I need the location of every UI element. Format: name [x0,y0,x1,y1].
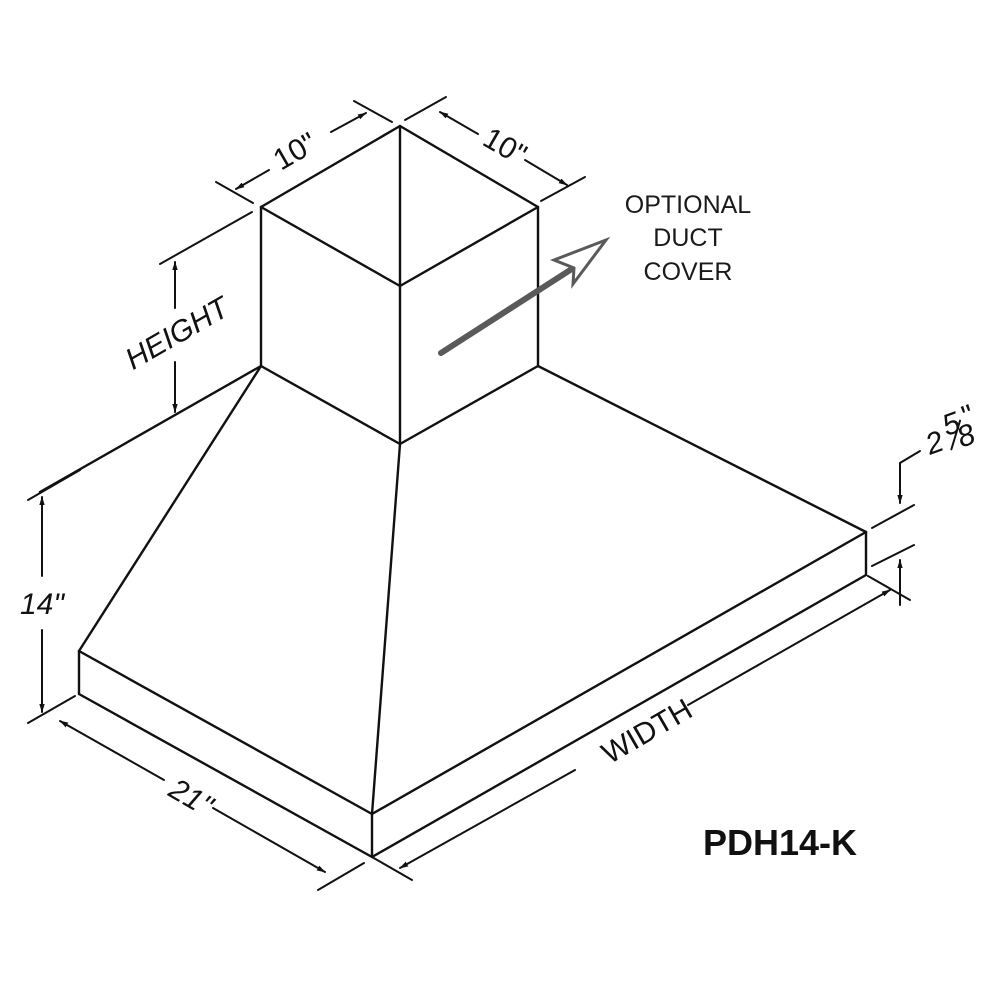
duct-cover [259,124,540,446]
hood-height-label: 14" [20,588,65,621]
band-top-edges [77,530,868,816]
hood-depth-label: 21" [163,772,220,824]
band-thickness-label: 2 5 8 " [920,399,980,462]
pointer-shaft [438,262,581,356]
dim-height [159,211,253,413]
hood-canopy [38,364,868,859]
duct-height-label: HEIGHT [120,290,237,377]
callout-line-3: COVER [644,258,733,286]
dim-hood-height [27,469,81,724]
duct-width-right-label: 10" [477,121,532,172]
dim-hood-width [371,575,911,881]
dim-hood-depth [59,720,365,891]
duct-width-left-label: 10" [268,126,323,177]
hood-width-label: WIDTH [596,693,698,771]
canopy-front-edge [370,442,402,816]
duct-cover-pointer [438,236,611,356]
dim-band-thickness [871,450,921,606]
callout-line-1: OPTIONAL [625,191,752,219]
canopy-left-edge [77,364,263,653]
callout-line-2: DUCT [653,224,722,252]
canopy-right-edge [536,364,868,534]
model-label: PDH14-K [703,822,857,863]
dim-duct-right-10 [404,96,586,202]
dim-duct-left-10 [215,100,393,204]
pointer-arrow-icon [549,236,611,289]
